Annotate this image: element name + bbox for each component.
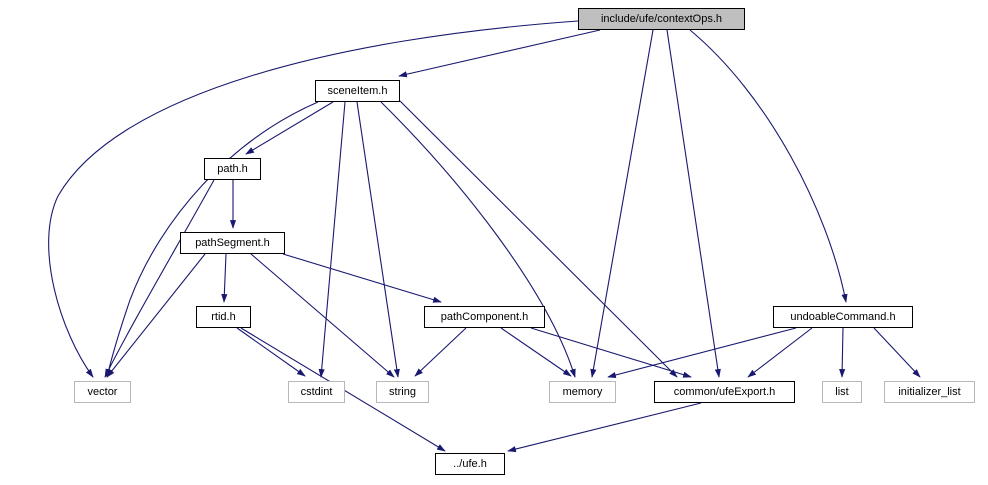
graph-node-ufeexport[interactable]: common/ufeExport.h <box>654 381 795 403</box>
graph-node-initializer-list: initializer_list <box>884 381 975 403</box>
edge-pathcomponent-to-memory <box>500 327 572 377</box>
edge-pathcomponent-to-ufeexport <box>530 327 692 378</box>
edge-sceneitem-to-ufeexport <box>399 100 678 378</box>
edge-sceneitem-to-memory <box>380 101 576 378</box>
edge-pathsegment-to-rtid <box>221 253 228 303</box>
edge-contextops-to-sceneitem <box>398 29 601 78</box>
graph-node-sceneitem[interactable]: sceneItem.h <box>315 80 400 102</box>
edge-undoablecommand-to-memory <box>607 327 797 378</box>
graph-node-path[interactable]: path.h <box>204 158 261 180</box>
graph-node-undoablecommand[interactable]: undoableCommand.h <box>773 306 913 328</box>
edge-undoablecommand-to-list <box>839 327 846 378</box>
graph-node-ufeh[interactable]: ../ufe.h <box>435 453 505 475</box>
edge-contextops-to-memory <box>590 29 654 378</box>
graph-node-memory: memory <box>549 381 616 403</box>
edge-undoablecommand-to-initializer-list <box>873 327 921 378</box>
graph-node-contextops: include/ufe/contextOps.h <box>578 8 745 30</box>
graph-node-cstdint: cstdint <box>288 381 345 403</box>
edge-pathsegment-to-string <box>250 253 395 378</box>
graph-node-rtid[interactable]: rtid.h <box>196 306 251 328</box>
edge-ufeexport-to-ufeh <box>507 402 702 453</box>
edge-sceneitem-to-string <box>356 101 400 378</box>
graph-node-pathcomponent[interactable]: pathComponent.h <box>424 306 545 328</box>
edge-pathsegment-to-pathcomponent <box>282 253 442 303</box>
graph-node-vector: vector <box>74 381 131 403</box>
graph-node-list: list <box>822 381 862 403</box>
edge-pathsegment-to-vector <box>106 253 206 378</box>
edge-sceneitem-to-path <box>245 101 334 155</box>
edge-sceneitem-to-cstdint <box>318 101 346 378</box>
edge-pathcomponent-to-string <box>414 327 467 377</box>
edge-sceneitem-to-vector <box>105 101 319 378</box>
graph-node-pathsegment[interactable]: pathSegment.h <box>180 232 285 254</box>
edge-rtid-to-cstdint <box>236 327 306 377</box>
graph-node-string: string <box>376 381 429 403</box>
edge-undoablecommand-to-ufeexport <box>747 327 813 378</box>
edge-contextops-to-undoablecommand <box>689 29 848 303</box>
edge-contextops-to-ufeexport <box>666 29 721 378</box>
edge-path-to-vector <box>104 179 215 378</box>
edge-contextops-to-vector <box>48 20 579 378</box>
